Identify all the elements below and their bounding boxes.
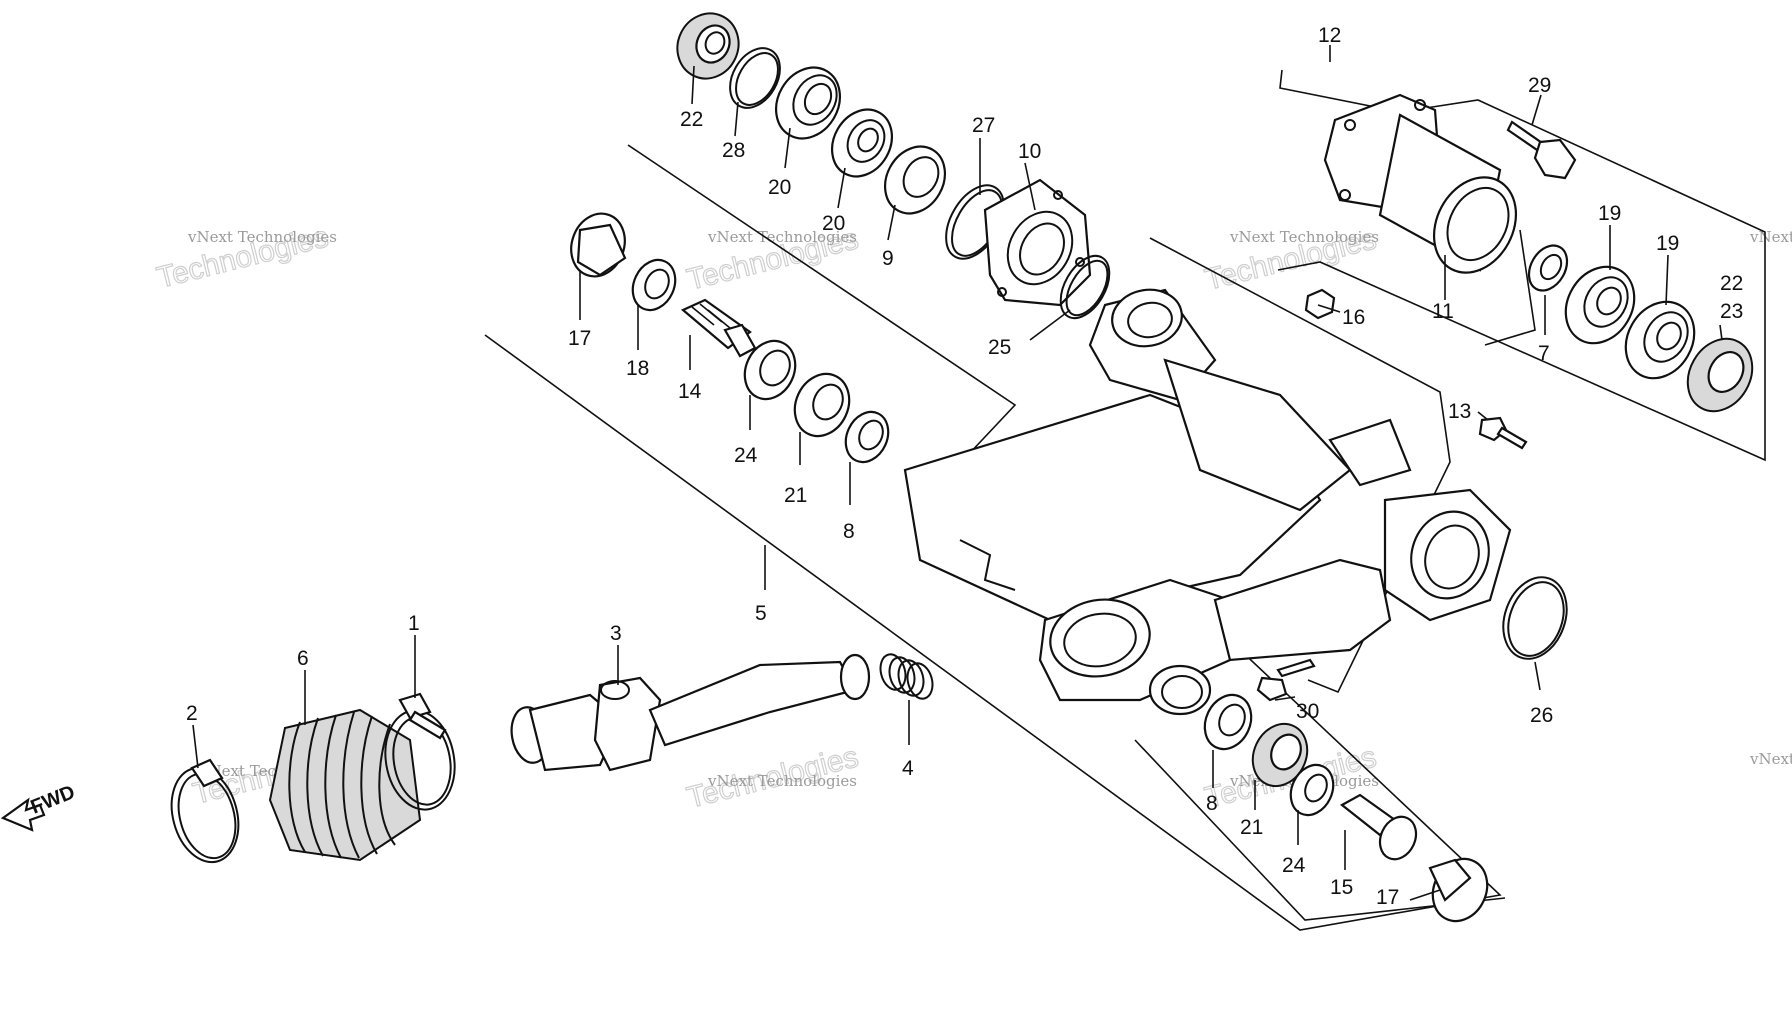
seal-8-bottom (1203, 693, 1253, 751)
svg-text:vNext Technologies: vNext Technologies (707, 772, 857, 790)
callout-19: 19 (1656, 232, 1679, 255)
circlip-28 (729, 47, 781, 109)
o-ring-26 (1502, 576, 1568, 660)
group-outline-frame (1149, 237, 1451, 694)
bearing-24-bottom (1289, 763, 1335, 817)
callout-5: 5 (755, 602, 767, 625)
leader-lines (192, 45, 1723, 901)
callout-20: 20 (822, 212, 845, 235)
group-outline-7 (1484, 229, 1536, 346)
callout-1: 1 (408, 612, 420, 635)
callout-22: 22 (1720, 272, 1743, 295)
pivot-bolt-14 (680, 298, 757, 358)
watermark-left: Technologies vNext Technologies (153, 220, 337, 296)
watermark-center-bottom: Technologies vNext Technologies (683, 740, 862, 816)
callout-18: 18 (626, 357, 649, 380)
spring-4 (879, 653, 934, 700)
callout-7: 7 (1538, 342, 1550, 365)
seal-23 (1686, 337, 1754, 413)
group-outline-12 (1277, 69, 1766, 462)
nut-16 (1304, 288, 1336, 320)
callout-8: 8 (1206, 792, 1218, 815)
callout-16: 16 (1342, 306, 1365, 329)
callout-28: 28 (722, 139, 745, 162)
callout-27: 27 (972, 114, 995, 137)
seal-8-left (844, 410, 890, 464)
svg-text:vNext Technologies: vNext Technologies (707, 228, 857, 246)
callout-29: 29 (1528, 74, 1551, 97)
needle-bearing-7 (1527, 244, 1569, 292)
ring-18 (631, 258, 677, 312)
callout-23: 23 (1720, 300, 1743, 323)
bearing-22-top (676, 12, 740, 80)
callout-25: 25 (988, 336, 1011, 359)
callout-24: 24 (734, 444, 758, 467)
callout-13: 13 (1448, 400, 1471, 423)
universal-joint-3 (510, 653, 871, 772)
callout-15: 15 (1330, 876, 1353, 899)
swingarm-frame (903, 288, 1512, 716)
callout-12: 12 (1318, 24, 1341, 47)
callout-3: 3 (610, 622, 622, 645)
bolt-30 (1256, 658, 1316, 702)
cap-17-top (570, 212, 627, 278)
final-drive-housing-11 (1323, 93, 1518, 274)
callout-2: 2 (186, 702, 198, 725)
callout-20: 20 (768, 176, 791, 199)
bearing-21-bottom (1251, 722, 1309, 788)
callout-8: 8 (843, 520, 855, 543)
callout-17: 17 (1376, 886, 1399, 909)
callout-19: 19 (1598, 202, 1621, 225)
band-clamp-2 (170, 758, 240, 864)
bearing-24-left (743, 339, 797, 401)
bolt-29 (1506, 120, 1577, 180)
callout-6: 6 (297, 647, 309, 670)
pivot-bolt-15 (1340, 793, 1418, 861)
svg-text:vNext Technologies: vNext Technologies (187, 228, 337, 246)
bolt-13 (1478, 416, 1528, 450)
callout-24: 24 (1282, 854, 1306, 877)
callout-17: 17 (568, 327, 591, 350)
svg-text:FWD: FWD (28, 781, 78, 818)
bearing-21-left (793, 372, 851, 438)
o-ring-25 (1059, 254, 1111, 320)
callout-21: 21 (1240, 816, 1263, 839)
callout-21: 21 (784, 484, 807, 507)
callout-14: 14 (678, 380, 702, 403)
callout-11: 11 (1432, 300, 1454, 323)
callout-30: 30 (1296, 700, 1319, 723)
oil-seal-9 (883, 145, 947, 215)
fwd-arrow: FWD (0, 781, 78, 832)
watermark-right-top: Technologies vNext Technologies (1201, 222, 1380, 298)
callout-26: 26 (1530, 704, 1553, 727)
svg-text:vNext Technologies: vNext Technologies (1749, 750, 1792, 768)
bearing-19a (1564, 265, 1636, 345)
watermark-far-right-partial: vNext Technologies vNext Technologies (1749, 228, 1792, 768)
callout-10: 10 (1018, 140, 1041, 163)
bearing-19b (1624, 300, 1696, 380)
callout-9: 9 (882, 247, 894, 270)
bearing-holder-10 (983, 178, 1092, 307)
band-clamp-1 (384, 692, 456, 811)
svg-text:vNext Technologies: vNext Technologies (1229, 228, 1379, 246)
svg-text:vNext Technologies: vNext Technologies (1749, 228, 1792, 246)
cap-17-bottom (1428, 857, 1489, 923)
callout-4: 4 (902, 757, 914, 780)
callout-22: 22 (680, 108, 703, 131)
boot-6 (268, 708, 422, 862)
callout-labels: 22 28 20 20 9 27 10 25 12 29 11 19 19 22… (186, 24, 1743, 909)
